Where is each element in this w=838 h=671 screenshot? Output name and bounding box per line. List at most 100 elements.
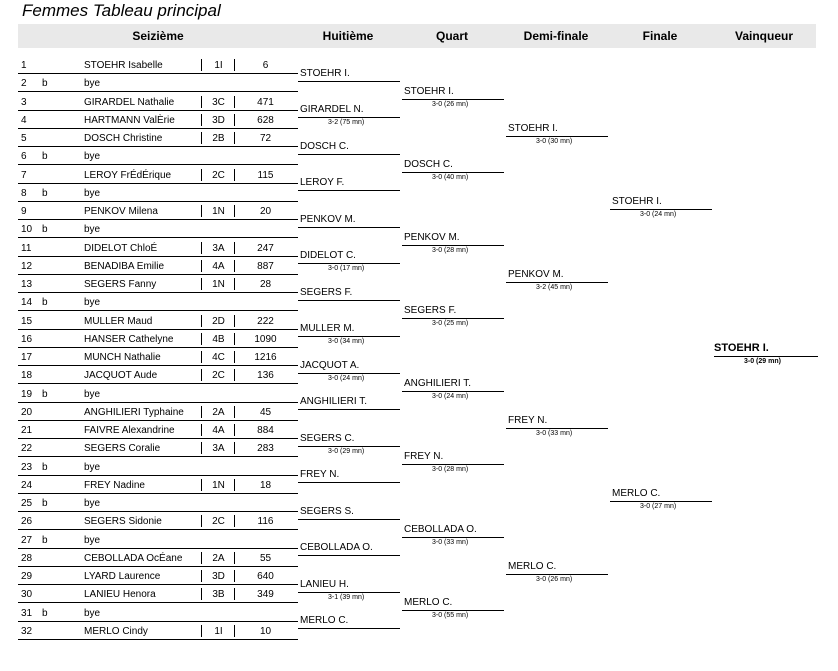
entry-name: DIDELOT ChloÉ — [84, 242, 158, 254]
quart-slot: FREY N.3-0 (28 mn) — [402, 451, 504, 473]
entry-bye-flag: b — [42, 224, 48, 236]
entry-name: GIRARDEL Nathalie — [84, 96, 175, 108]
entry-divider — [234, 278, 235, 290]
entry-underline — [18, 255, 298, 257]
quart-score: 3-0 (55 mn) — [432, 612, 469, 619]
quart-score: 3-0 (26 mn) — [432, 101, 469, 108]
quart-slot: ANGHILIERI T.3-0 (24 mn) — [402, 378, 504, 400]
entry-name: HANSER Cathelyne — [84, 333, 174, 345]
entry-classement: 1I — [214, 625, 223, 637]
entry-underline — [18, 620, 298, 622]
entry-rank: 222 — [257, 315, 274, 327]
entry-rank: 72 — [259, 133, 272, 144]
entry-bye: bye — [84, 78, 101, 90]
entry-divider — [201, 588, 202, 601]
entry-divider — [234, 95, 235, 108]
huitieme-slot: ANGHILIERI T. — [298, 396, 400, 410]
huitieme-underline — [298, 482, 400, 483]
quart-name: ANGHILIERI T. — [404, 378, 472, 389]
entry-underline — [18, 474, 298, 476]
entry-underline — [18, 401, 298, 403]
entry-bye: bye — [84, 388, 101, 400]
demi-underline — [506, 573, 608, 575]
entry-divider — [234, 369, 235, 382]
entry-rank: 628 — [257, 114, 274, 126]
entry-bye: bye — [84, 607, 101, 619]
entry-divider — [234, 241, 235, 254]
quart-slot: DOSCH C.3-0 (40 mn) — [402, 159, 504, 181]
demi-underline — [506, 281, 608, 283]
entry-underline — [18, 584, 298, 585]
huitieme-underline — [298, 372, 400, 374]
entry-number: 14 — [21, 297, 33, 309]
entry-bye-flag: b — [42, 151, 48, 163]
entry-underline — [18, 127, 298, 129]
entry-divider — [234, 259, 235, 272]
entry-number: 12 — [21, 260, 33, 272]
huitieme-name: MERLO C. — [300, 615, 349, 626]
quart-underline — [402, 172, 504, 173]
entry-name: FREY Nadine — [84, 479, 145, 491]
header-finale: Finale — [642, 29, 678, 43]
entry-number: 21 — [21, 425, 33, 436]
entry-classement: 4C — [212, 352, 225, 363]
entry-number: 11 — [21, 242, 32, 254]
quart-underline — [402, 245, 504, 246]
entry-divider — [201, 278, 202, 290]
entry-underline — [18, 292, 298, 293]
entry-number: 22 — [21, 443, 33, 455]
entry-rank: 884 — [257, 425, 274, 436]
entry-divider — [234, 478, 235, 491]
entry-rank: 20 — [259, 206, 272, 217]
huitieme-name: SEGERS F. — [300, 286, 353, 298]
entry-underline — [18, 200, 298, 202]
entry-number: 19 — [21, 388, 33, 400]
entry-classement: 1N — [212, 479, 225, 491]
entry-divider — [234, 570, 235, 582]
entry-underline — [18, 73, 298, 74]
winner-slot: STOEHR I. 3-0 (29 mn) — [714, 342, 818, 365]
demi-score: 3-0 (33 mn) — [536, 429, 573, 437]
entry-underline — [18, 328, 298, 330]
entry-classement: 2C — [212, 370, 225, 382]
entry-underline — [18, 492, 298, 494]
entry-underline — [18, 164, 298, 166]
entry-bye: bye — [84, 461, 101, 473]
entry-bye-flag: b — [42, 534, 48, 546]
entry-divider — [234, 332, 235, 345]
entry-bye-flag: b — [42, 297, 48, 309]
quart-underline — [402, 99, 504, 100]
demi-score: 3-2 (45 mn) — [536, 283, 573, 291]
entry-rank: 1090 — [254, 333, 277, 345]
huitieme-slot: SEGERS C.3-0 (29 mn) — [298, 433, 400, 455]
entry-underline — [18, 438, 298, 439]
entry-number: 16 — [21, 333, 33, 345]
demi-score: 3-0 (30 mn) — [536, 137, 573, 145]
entry-number: 26 — [21, 516, 33, 528]
entry-number: 24 — [21, 479, 33, 491]
entry-underline — [18, 511, 298, 512]
entry-classement: 4A — [212, 260, 225, 272]
entry-rank: 1216 — [254, 352, 277, 363]
entry-name: MERLO Cindy — [84, 625, 148, 637]
entry-rank: 640 — [257, 571, 274, 582]
entry-name: LYARD Laurence — [84, 571, 161, 582]
finale-underline — [610, 500, 712, 502]
quart-score: 3-0 (25 mn) — [432, 320, 469, 327]
entry-name: SEGERS Fanny — [84, 279, 157, 290]
header-seizieme: Seizième — [132, 29, 184, 43]
header-band-rounds — [298, 24, 816, 48]
entry-bye-flag: b — [42, 461, 48, 473]
entry-number: 15 — [21, 315, 33, 327]
